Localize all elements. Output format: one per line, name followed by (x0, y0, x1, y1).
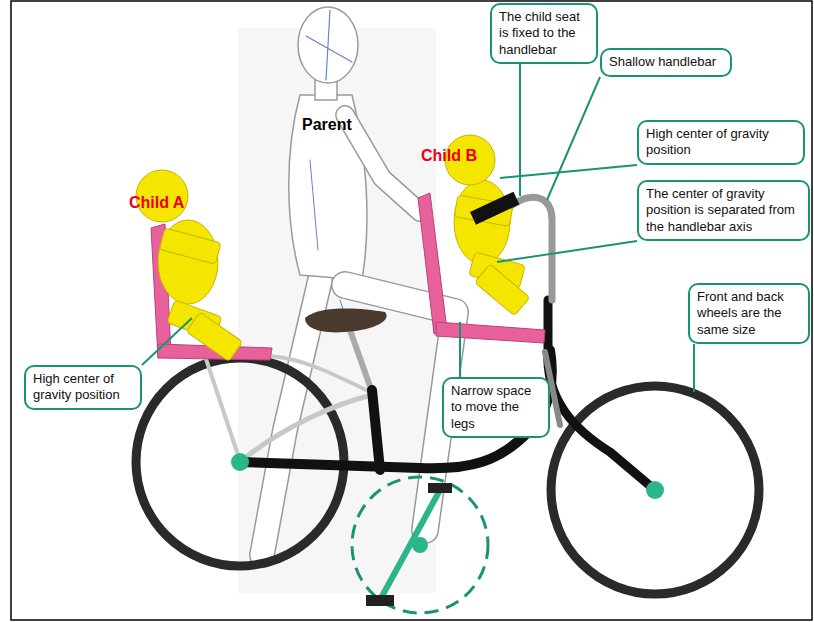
front-hub (646, 481, 664, 499)
callout-text: The child seat is fixed to the handlebar (499, 9, 589, 58)
child-arm (159, 228, 221, 264)
crank-hub (412, 537, 428, 553)
rack-rail (270, 356, 370, 392)
leader-lines (142, 64, 694, 392)
figure-label: Child A (129, 193, 184, 212)
callout-box: High center of gravity position (24, 365, 142, 410)
callout-box: Front and back wheels are the same size (688, 283, 810, 344)
pedal-circle (352, 477, 488, 613)
rear-stay (245, 395, 372, 458)
leader-line (693, 344, 695, 392)
child-shin (186, 312, 242, 361)
parent-head (298, 7, 358, 83)
handlebar-grip (470, 192, 519, 225)
callout-box: Shallow handlebar (600, 48, 732, 77)
front-wheel (551, 386, 759, 594)
callout-text: The center of gravity position is separa… (646, 186, 801, 235)
callout-text: Narrow space to move the legs (451, 383, 541, 432)
callout-text: High center of gravity position (33, 371, 133, 404)
parent-arm-fill (345, 115, 420, 212)
callout-text: High center of gravity position (646, 126, 796, 159)
callout-box: The center of gravity position is separa… (637, 180, 810, 241)
handlebar (512, 197, 552, 300)
leader-line (459, 322, 461, 377)
leader-line (500, 165, 637, 178)
crank-arm (380, 490, 440, 600)
callout-box: The child seat is fixed to the handlebar (490, 3, 598, 64)
leader-line (142, 318, 192, 365)
rear-hub (231, 453, 249, 471)
pedal (366, 595, 394, 606)
parent-arm (345, 115, 420, 212)
rack-support (205, 356, 238, 455)
leader-line (547, 77, 600, 200)
parent-detail-lines (310, 160, 350, 330)
callout-text: Shallow handlebar (609, 54, 723, 70)
figure-label: Parent (302, 115, 352, 134)
callout-box: Narrow space to move the legs (442, 377, 550, 438)
callout-box: High center of gravity position (637, 120, 805, 165)
pedal (428, 483, 452, 493)
figure-label: Child B (421, 146, 477, 165)
front-seat-back (418, 193, 447, 334)
saddle (305, 309, 387, 333)
front-seat-base (436, 322, 545, 343)
child-shin (475, 264, 530, 316)
seat-post (350, 330, 372, 392)
front-fork (548, 300, 655, 490)
down-tube (240, 350, 552, 468)
leader-line (497, 241, 637, 262)
parent-head-lines (306, 10, 352, 80)
frame-border (11, 1, 812, 620)
callout-text: Front and back wheels are the same size (697, 289, 801, 338)
seat-tube (372, 390, 380, 470)
